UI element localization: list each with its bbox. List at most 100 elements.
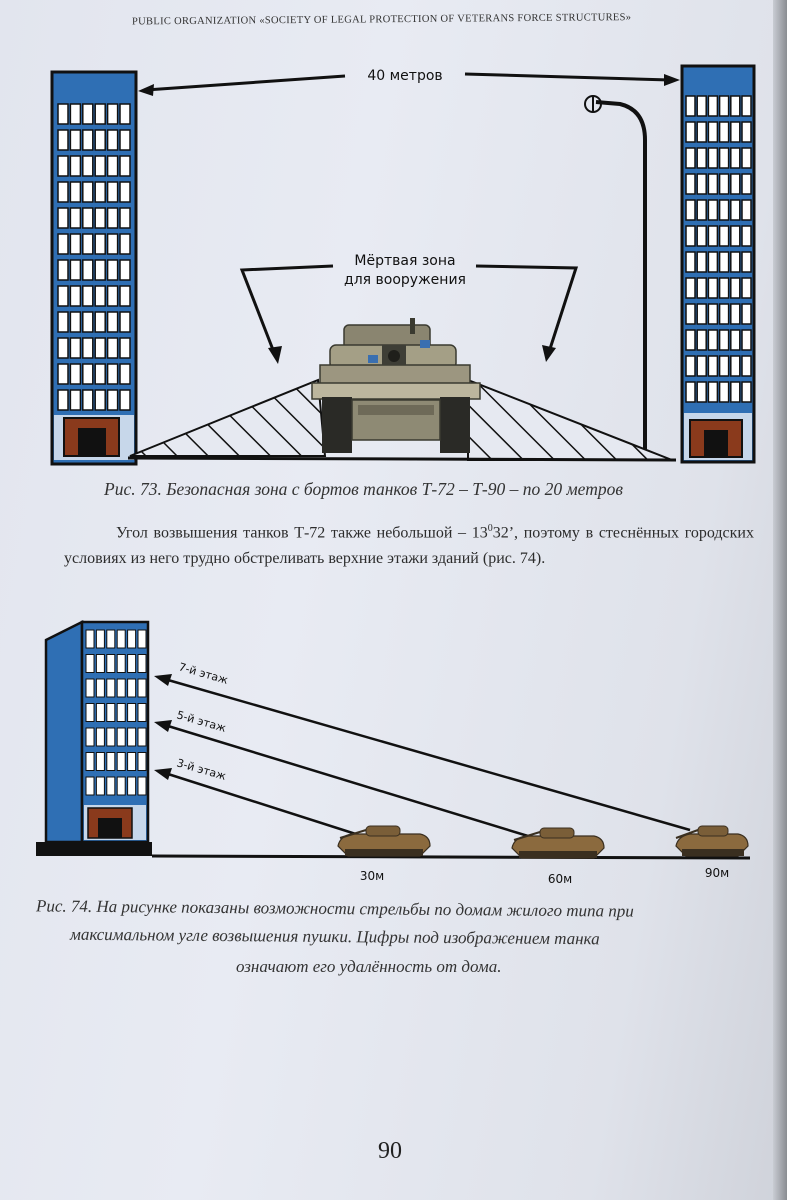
window — [741, 121, 752, 143]
window — [94, 389, 106, 411]
floor-label-7: 7-й этаж — [177, 660, 229, 686]
window — [57, 103, 69, 125]
window — [696, 355, 707, 377]
building-74 — [36, 619, 152, 856]
window — [696, 121, 707, 143]
window — [718, 329, 730, 351]
window — [82, 207, 94, 229]
window — [127, 776, 137, 796]
dead-zone-right — [467, 378, 673, 461]
window — [718, 121, 730, 143]
window — [57, 129, 69, 151]
figure-74-caption-line2: максимальном угле возвышения пушки. Цифр… — [69, 924, 600, 949]
window — [137, 678, 147, 698]
window — [82, 129, 94, 151]
window — [116, 678, 126, 698]
window — [137, 776, 147, 796]
window — [707, 199, 719, 221]
window — [57, 233, 69, 255]
window — [85, 629, 95, 649]
window — [69, 233, 82, 255]
window — [707, 147, 719, 169]
window — [94, 363, 106, 385]
window — [127, 654, 137, 673]
window — [127, 752, 137, 771]
window — [95, 678, 105, 698]
window — [106, 207, 119, 229]
window — [685, 303, 696, 325]
window — [116, 776, 126, 796]
window — [57, 337, 69, 359]
window — [119, 363, 131, 385]
window — [707, 381, 719, 403]
window — [106, 311, 119, 333]
window — [119, 337, 131, 359]
window — [106, 129, 119, 151]
window — [685, 277, 696, 299]
window — [718, 277, 730, 299]
window — [685, 121, 696, 143]
right-building — [680, 64, 756, 464]
trajectory-7th-floor — [154, 674, 691, 832]
window — [730, 251, 741, 273]
window — [69, 285, 82, 307]
window — [696, 95, 707, 117]
window — [94, 103, 106, 125]
window — [741, 251, 752, 273]
window — [685, 147, 696, 169]
window — [119, 155, 131, 177]
figure-74-caption-line1: Рис. 74. На рисунке показаны возможности… — [35, 896, 634, 921]
window — [94, 311, 106, 333]
window — [82, 155, 94, 177]
dead-zone-label-line1: Мёртвая зона — [354, 253, 455, 269]
window — [69, 337, 82, 359]
window — [69, 155, 82, 177]
window — [95, 629, 105, 649]
window — [119, 285, 131, 307]
window — [696, 251, 707, 273]
dead-zone-left — [129, 378, 327, 457]
window — [116, 752, 126, 771]
window — [82, 103, 94, 125]
window — [106, 363, 119, 385]
figure-73: 40 метров Мёртвая зона для вооружения — [50, 64, 756, 466]
window — [685, 355, 696, 377]
window — [707, 355, 719, 377]
window — [95, 752, 105, 771]
left-building — [50, 70, 138, 466]
window — [82, 181, 94, 203]
window — [106, 678, 116, 698]
window — [127, 727, 137, 747]
window — [94, 155, 106, 177]
window — [119, 389, 131, 411]
dead-zone-arrow-right — [475, 264, 579, 353]
window — [57, 389, 69, 411]
window — [106, 285, 119, 307]
window — [718, 95, 730, 117]
window — [696, 225, 707, 247]
window — [94, 285, 106, 307]
window — [82, 389, 94, 411]
window — [741, 225, 752, 247]
distance-label: 40 метров — [367, 68, 442, 84]
window — [718, 303, 730, 325]
window — [106, 703, 116, 722]
window — [707, 251, 719, 273]
tank-30m — [337, 825, 431, 857]
window — [106, 752, 116, 771]
window — [106, 727, 116, 747]
dead-zone-arrow-left — [239, 264, 334, 356]
window — [57, 207, 69, 229]
window — [730, 121, 741, 143]
window — [69, 129, 82, 151]
window — [741, 329, 752, 351]
window — [119, 207, 131, 229]
window — [718, 199, 730, 221]
window — [69, 259, 82, 281]
window — [696, 173, 707, 195]
window — [137, 629, 147, 649]
window — [137, 703, 147, 722]
window — [730, 147, 741, 169]
window — [718, 251, 730, 273]
